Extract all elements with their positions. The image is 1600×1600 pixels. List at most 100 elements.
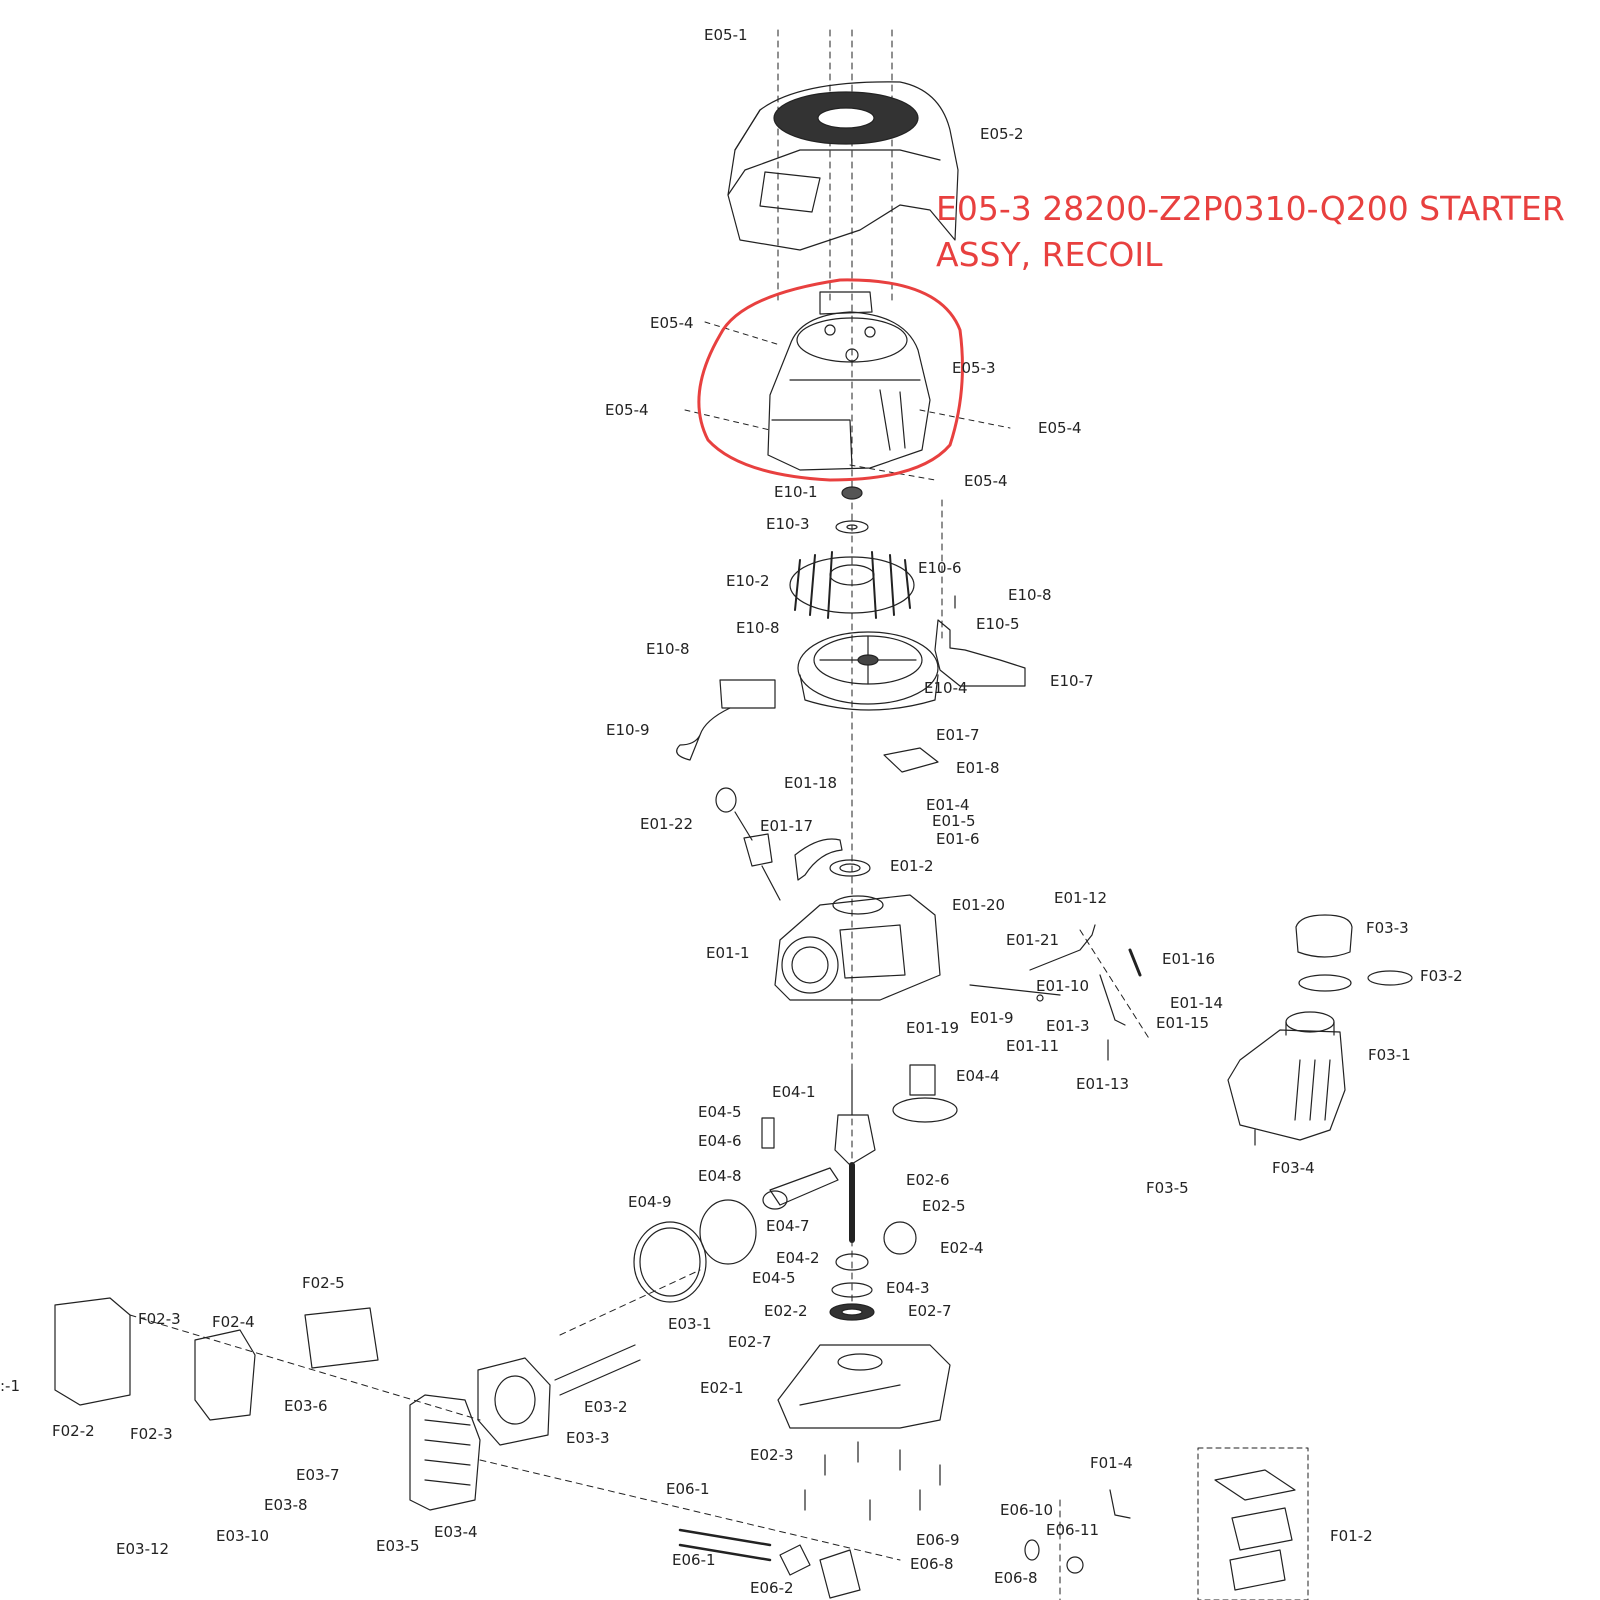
label-e06-9: E06-9 (916, 1531, 960, 1549)
label-e01-14: E01-14 (1170, 994, 1224, 1012)
label-e01-15: E01-15 (1156, 1014, 1210, 1032)
label-e04-2: E04-2 (776, 1249, 820, 1267)
label-e10-9: E10-9 (606, 721, 650, 739)
label-e01-22: E01-22 (640, 815, 694, 833)
label-e10-2: E10-2 (726, 572, 770, 590)
label-e02-7-b: E02-7 (728, 1333, 772, 1351)
label-f02-3-a: F02-3 (138, 1310, 181, 1328)
label-e01-20: E01-20 (952, 896, 1006, 914)
label-e04-1: E04-1 (772, 1083, 816, 1101)
label-e04-7: E04-7 (766, 1217, 810, 1235)
label-e02-3: E02-3 (750, 1446, 794, 1464)
label-f03-3: F03-3 (1366, 919, 1409, 937)
label-e01-5: E01-5 (932, 812, 976, 830)
label-f02-4: F02-4 (212, 1313, 255, 1331)
label-f01-4: F01-4 (1090, 1454, 1133, 1472)
label-e04-5-a: E04-5 (698, 1103, 742, 1121)
label-e04-9: E04-9 (628, 1193, 672, 1211)
label-e06-1-a: E06-1 (666, 1480, 710, 1498)
label-e03-10: E03-10 (216, 1527, 270, 1545)
label-e10-4: E10-4 (924, 679, 968, 697)
label-edge-1: :-1 (0, 1377, 21, 1395)
label-e10-5: E10-5 (976, 615, 1020, 633)
recoil-starter-drawing (767, 291, 931, 471)
label-e03-2: E03-2 (584, 1398, 628, 1416)
label-e01-11: E01-11 (1006, 1037, 1060, 1055)
label-e05-1: E05-1 (704, 26, 748, 44)
label-e04-3: E04-3 (886, 1279, 930, 1297)
label-e06-8-b: E06-8 (994, 1569, 1038, 1587)
label-e05-4-d: E05-4 (964, 472, 1008, 490)
label-e10-1: E10-1 (774, 483, 818, 501)
crankcase-drawing (774, 894, 941, 1001)
label-f02-5: F02-5 (302, 1274, 345, 1292)
label-e10-3: E10-3 (766, 515, 810, 533)
label-e10-8-b: E10-8 (736, 619, 780, 637)
label-e05-2: E05-2 (980, 125, 1024, 143)
label-e01-9: E01-9 (970, 1009, 1014, 1027)
fan-housing-drawing (727, 81, 959, 251)
label-e10-7: E10-7 (1050, 672, 1094, 690)
highlight-circle (697, 278, 964, 482)
flywheel-drawing (789, 551, 915, 619)
label-e06-8-a: E06-8 (910, 1555, 954, 1573)
label-e01-10: E01-10 (1036, 977, 1090, 995)
label-e02-5: E02-5 (922, 1197, 966, 1215)
label-e01-17: E01-17 (760, 817, 814, 835)
label-e01-2: E01-2 (890, 857, 934, 875)
label-e01-18: E01-18 (784, 774, 838, 792)
flywheel-rotor-drawing (797, 631, 939, 711)
label-e03-8: E03-8 (264, 1496, 308, 1514)
fuel-tank-drawing (1227, 1011, 1346, 1146)
label-e03-4: E03-4 (434, 1523, 478, 1541)
label-e01-1: E01-1 (706, 944, 750, 962)
label-f02-2: F02-2 (52, 1422, 95, 1440)
label-f01-2: F01-2 (1330, 1527, 1373, 1545)
label-e03-5: E03-5 (376, 1537, 420, 1555)
label-e02-2: E02-2 (764, 1302, 808, 1320)
label-e05-4-b: E05-4 (605, 401, 649, 419)
label-e04-6: E04-6 (698, 1132, 742, 1150)
label-e01-19: E01-19 (906, 1019, 960, 1037)
crankshaft-drawing (834, 1069, 876, 1243)
label-e01-16: E01-16 (1162, 950, 1216, 968)
label-e04-5-b: E04-5 (752, 1269, 796, 1287)
label-f02-3-b: F02-3 (130, 1425, 173, 1443)
label-e01-13: E01-13 (1076, 1075, 1130, 1093)
label-e06-2: E06-2 (750, 1579, 794, 1597)
label-e02-7-a: E02-7 (908, 1302, 952, 1320)
label-f03-1: F03-1 (1368, 1046, 1411, 1064)
label-e03-3: E03-3 (566, 1429, 610, 1447)
label-e03-7: E03-7 (296, 1466, 340, 1484)
callout-line-1: E05-3 28200-Z2P0310-Q200 STARTER (936, 189, 1565, 228)
label-e01-3: E01-3 (1046, 1017, 1090, 1035)
label-e02-6: E02-6 (906, 1171, 950, 1189)
label-e05-4-a: E05-4 (650, 314, 694, 332)
label-f03-4: F03-4 (1272, 1159, 1315, 1177)
part-callout: E05-3 28200-Z2P0310-Q200 STARTER ASSY, R… (936, 186, 1596, 278)
label-e03-6: E03-6 (284, 1397, 328, 1415)
label-e06-10: E06-10 (1000, 1501, 1054, 1519)
label-e01-12: E01-12 (1054, 889, 1108, 907)
label-e05-3: E05-3 (952, 359, 996, 377)
label-e03-1: E03-1 (668, 1315, 712, 1333)
label-e05-4-c: E05-4 (1038, 419, 1082, 437)
label-e01-8: E01-8 (956, 759, 1000, 777)
label-e10-8-c: E10-8 (646, 640, 690, 658)
label-f03-5: F03-5 (1146, 1179, 1189, 1197)
label-e03-12: E03-12 (116, 1540, 170, 1558)
label-e01-21: E01-21 (1006, 931, 1060, 949)
callout-line-2: ASSY, RECOIL (936, 235, 1163, 274)
label-e06-1-b: E06-1 (672, 1551, 716, 1569)
label-e01-6: E01-6 (936, 830, 980, 848)
label-f03-2: F03-2 (1420, 967, 1463, 985)
label-e10-6: E10-6 (918, 559, 962, 577)
label-e04-8: E04-8 (698, 1167, 742, 1185)
label-e04-4: E04-4 (956, 1067, 1000, 1085)
cylinder-head-drawing (409, 1394, 481, 1511)
label-e10-8-a: E10-8 (1008, 586, 1052, 604)
label-e06-11: E06-11 (1046, 1521, 1100, 1539)
oil-pan-drawing (777, 1344, 951, 1429)
